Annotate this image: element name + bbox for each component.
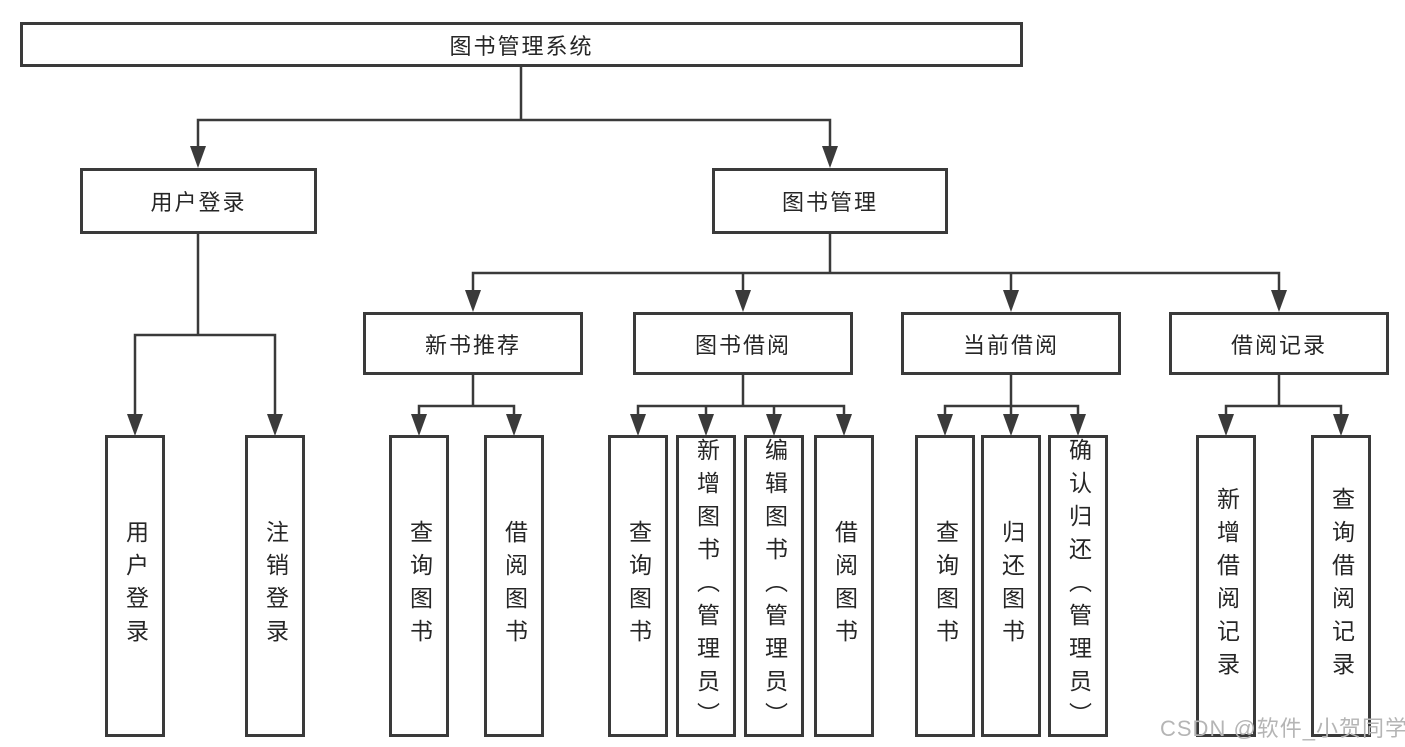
arrowheads [127,146,1349,436]
leaf-user-login: 用户登录 [105,435,165,737]
leaf-current-confirm-return-admin: 确认归还（管理员） [1048,435,1108,737]
leaf-current-return-books: 归还图书 [981,435,1041,737]
node-book-borrowing: 图书借阅 [633,312,853,375]
node-new-book-recommendation: 新书推荐 [363,312,583,375]
leaf-records-query-record: 查询借阅记录 [1311,435,1371,737]
leaf-borrow-borrow-books: 借阅图书 [814,435,874,737]
leaf-borrow-query-books: 查询图书 [608,435,668,737]
leaf-borrow-add-books-admin: 新增图书（管理员） [676,435,736,737]
leaf-recommend-query-books: 查询图书 [389,435,449,737]
connector-borrow-split [636,375,846,419]
connector-book-mgmt-split [471,234,1281,294]
connector-user-login-split [133,234,277,420]
connector-current-split [943,375,1080,419]
node-library-management-system: 图书管理系统 [20,22,1023,67]
connector-root-split [196,67,832,150]
node-user-login: 用户登录 [80,168,317,234]
connector-recommend-split [417,375,516,419]
leaf-current-query-books: 查询图书 [915,435,975,737]
leaf-records-add-record: 新增借阅记录 [1196,435,1256,737]
node-borrowing-records: 借阅记录 [1169,312,1389,375]
leaf-borrow-edit-books-admin: 编辑图书（管理员） [744,435,804,737]
leaf-logout: 注销登录 [245,435,305,737]
node-current-borrowing: 当前借阅 [901,312,1121,375]
connector-records-split [1224,375,1343,419]
leaf-recommend-borrow-books: 借阅图书 [484,435,544,737]
node-book-management: 图书管理 [712,168,948,234]
